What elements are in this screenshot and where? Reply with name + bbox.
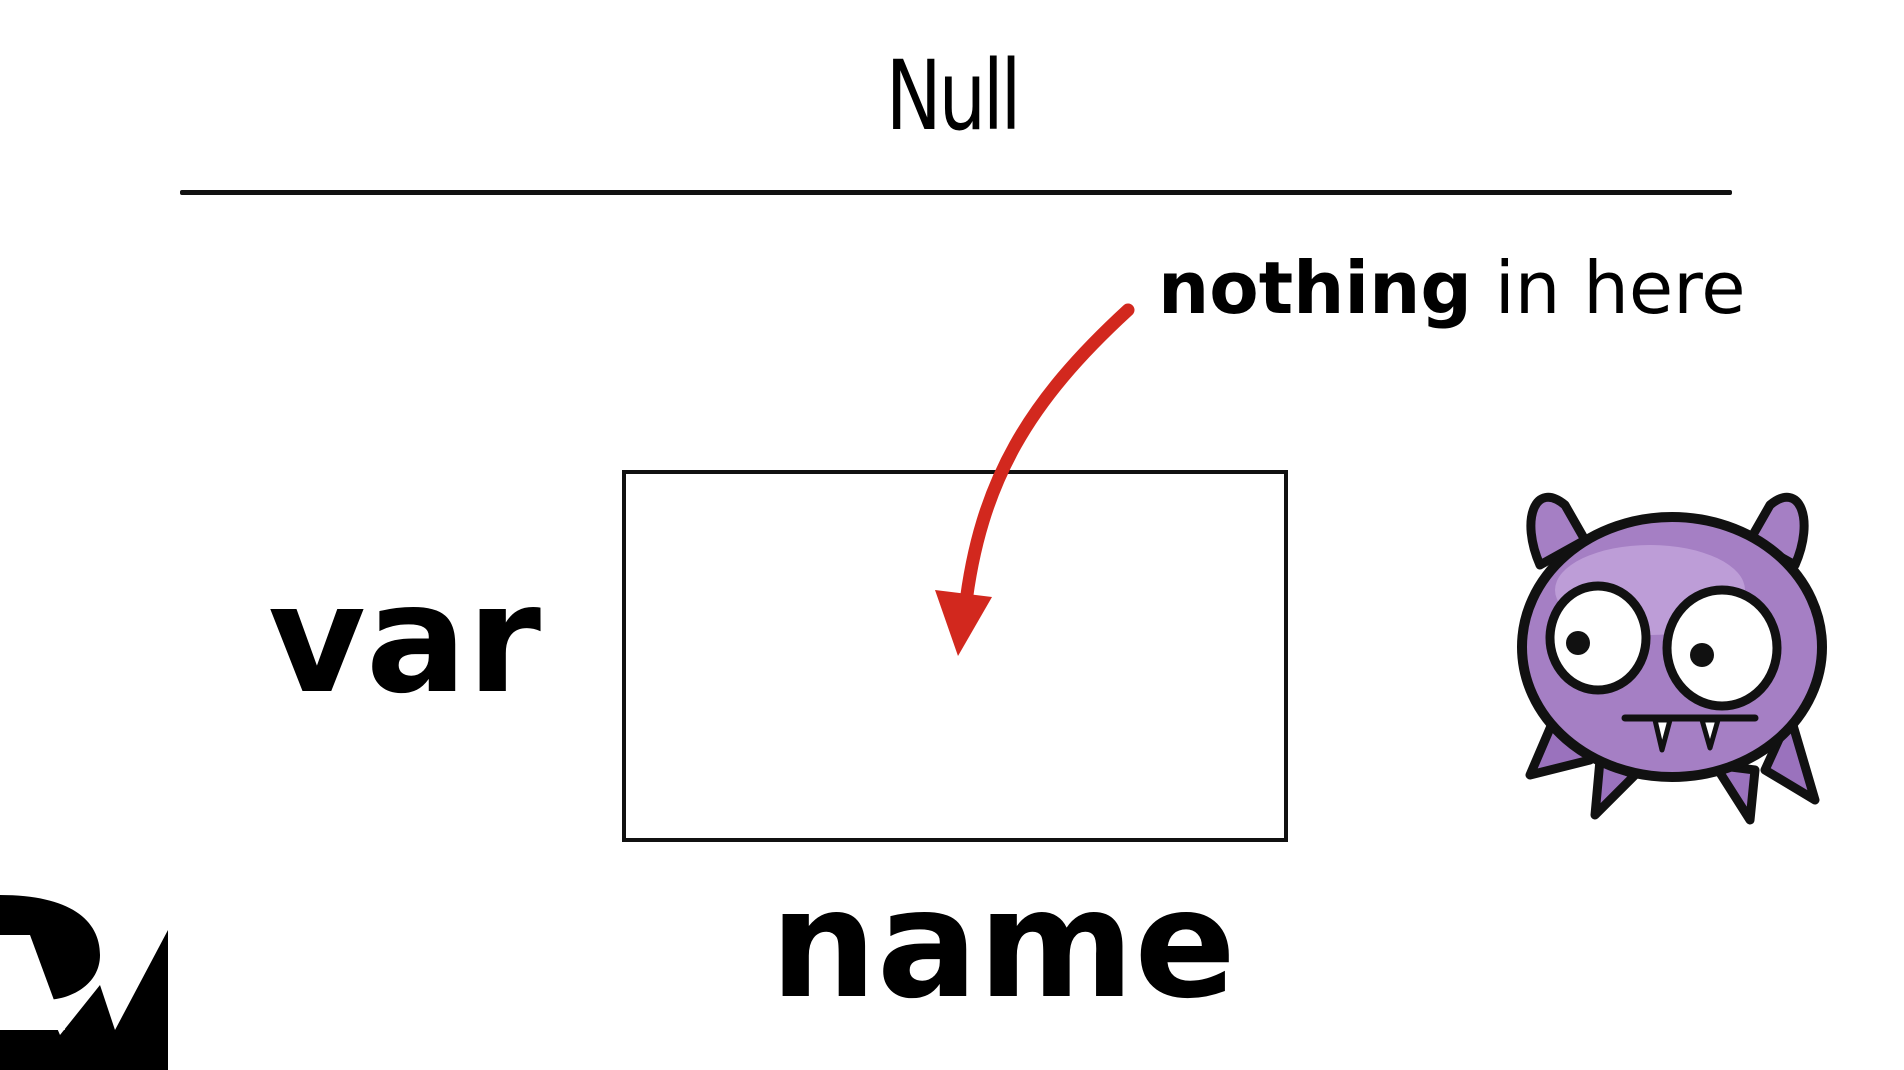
variable-name: name — [770, 858, 1237, 1032]
arrow-icon — [935, 303, 1135, 656]
annotation-rest: in here — [1471, 246, 1746, 330]
annotation-bold: nothing — [1158, 246, 1472, 330]
variable-box — [622, 470, 1288, 842]
purple-monster-icon — [1517, 493, 1827, 825]
raywenderlich-logo — [0, 895, 168, 1070]
title-divider — [180, 190, 1732, 195]
var-keyword: var — [268, 553, 541, 727]
slide-title: Null — [885, 40, 1022, 152]
annotation-text: nothing in here — [1158, 252, 1746, 324]
